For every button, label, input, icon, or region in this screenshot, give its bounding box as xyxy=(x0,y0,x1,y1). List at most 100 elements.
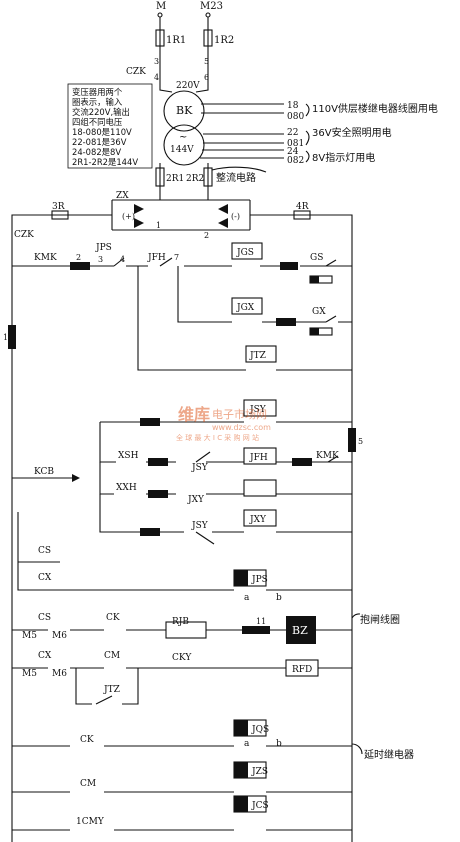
cx2-m5: M5 xyxy=(22,669,37,679)
gx-label: GX xyxy=(312,307,326,317)
delay-note-callout xyxy=(351,743,363,755)
cm-label: CM xyxy=(104,651,120,661)
jcs-label: JCS xyxy=(251,801,269,811)
n2-label: 2 xyxy=(76,253,81,262)
jxy2-label: JXY xyxy=(249,515,267,525)
watermark: 维库 电子市场网 www.dzsc.com 全 球 最 大 I C 采 购 网 … xyxy=(176,405,271,442)
gs-resistor xyxy=(280,262,298,270)
jzs-cm-label: CM xyxy=(80,779,96,789)
jsy-contact xyxy=(195,451,211,463)
delay-relay-note: 延时继电器 xyxy=(364,748,414,761)
terminal-m xyxy=(157,12,163,18)
brake-coil-note: 抱闸线圈 xyxy=(360,613,400,626)
czk-left-label: CZK xyxy=(14,230,34,240)
note-line: 24-082是8V xyxy=(72,147,121,157)
cx-label: CX xyxy=(38,573,52,583)
jsy-label: JSY xyxy=(249,405,267,415)
jtz-branch xyxy=(75,668,139,705)
note-line: 圈表示，输入 xyxy=(72,97,123,107)
kmk-resistor-2 xyxy=(292,458,312,466)
gx-indicator-fill xyxy=(310,328,319,335)
jqs-ck-label: CK xyxy=(80,735,94,745)
rjb-label: RJB xyxy=(172,617,189,627)
jsy-coil xyxy=(243,399,277,417)
kcb-arrow-head xyxy=(72,474,80,482)
n3-label: 3 xyxy=(98,255,103,264)
note-line: 22-081是36V xyxy=(72,137,127,147)
jzs-label: JZS xyxy=(251,767,268,777)
diode-3 xyxy=(218,204,228,214)
n7-label: 7 xyxy=(174,253,179,262)
jgs-coil xyxy=(231,242,263,260)
transformer-primary-coil xyxy=(163,90,205,132)
watermark-main: 维库 xyxy=(178,405,210,424)
xxh-wire xyxy=(99,462,352,495)
desc-110v: 110V供层楼继电器线圈用电 xyxy=(312,102,438,115)
rect-pin-1: 1 xyxy=(156,221,161,230)
jqs-b: b xyxy=(276,739,282,749)
fuse-4r-label: 4R xyxy=(296,202,309,212)
bk-label: BK xyxy=(176,104,193,117)
brake-note-callout xyxy=(351,613,361,619)
kmk-contact xyxy=(327,455,339,463)
fuse-2r1 xyxy=(155,167,165,187)
cx2-label: CX xyxy=(38,651,52,661)
rectifier-note: 整流电路 xyxy=(216,171,256,184)
fuse-1r1 xyxy=(155,29,165,47)
jtz-coil xyxy=(245,345,277,363)
jtz2-label: JTZ xyxy=(103,685,120,695)
m6-label: M6 xyxy=(52,631,67,641)
fuse-1r1-label: 1R1 xyxy=(166,35,186,46)
jgs-label: JGS xyxy=(236,248,254,258)
jsy-contact-label: JSY xyxy=(191,463,209,473)
m5-label: M5 xyxy=(22,631,37,641)
primary-leads xyxy=(159,72,209,93)
jsy-nc-contact xyxy=(195,531,215,545)
diode-1 xyxy=(134,204,144,214)
diode-4 xyxy=(218,218,228,228)
jtz-label: JTZ xyxy=(249,351,266,361)
diode-2 xyxy=(134,218,144,228)
jps-coil-fill xyxy=(234,570,248,586)
watermark-slogan: 全 球 最 大 I C 采 购 网 站 xyxy=(176,433,259,442)
fuse-left-1 xyxy=(8,325,16,349)
jfh-coil xyxy=(243,447,277,465)
jxy-coil xyxy=(243,509,277,527)
cky-label: CKY xyxy=(172,653,192,663)
dc-rails xyxy=(11,214,353,842)
note-line: 18-080是110V xyxy=(72,127,132,137)
kmk-resistor xyxy=(70,262,90,270)
pin-6-label: 6 xyxy=(204,73,209,82)
fuse-2r2-label: 2R2 xyxy=(186,174,204,184)
bz-resistor xyxy=(242,626,270,634)
note-line: 2R1-2R2是144V xyxy=(72,157,138,167)
brace-110v xyxy=(305,103,310,117)
cs-label: CS xyxy=(38,546,51,556)
note-line: 变压器用两个 xyxy=(72,87,123,97)
kcb-label: KCB xyxy=(34,467,54,477)
fuse-1r2 xyxy=(203,29,213,47)
n4-label: 4 xyxy=(120,255,125,264)
gs-indicator-fill xyxy=(310,276,319,283)
desc-8v: 8V指示灯用电 xyxy=(312,151,375,164)
jsy-resistor xyxy=(140,418,160,426)
fuse-2r2 xyxy=(203,167,213,187)
fuse-1r2-label: 1R2 xyxy=(214,35,234,46)
jxy-wire xyxy=(99,494,352,533)
n5-label: 5 xyxy=(358,437,363,446)
minus-label: (-) xyxy=(231,212,240,221)
rjb-relay xyxy=(165,621,207,639)
tap-18: 18 xyxy=(287,101,299,111)
brace-36v xyxy=(305,130,310,146)
fuse-2r1-label: 2R1 xyxy=(166,174,184,184)
note-callout-arc xyxy=(211,166,267,173)
jcs-coil-fill xyxy=(234,796,248,812)
xsh-resistor xyxy=(148,458,168,466)
kmk2-label: KMK xyxy=(316,451,339,461)
bridge-frame xyxy=(111,199,251,231)
desc-36v: 36V安全照明用电 xyxy=(312,126,392,139)
jps-b: b xyxy=(276,593,282,603)
gx-resistor xyxy=(276,318,296,326)
rfd-relay xyxy=(285,659,319,677)
gs-contact xyxy=(325,259,337,267)
